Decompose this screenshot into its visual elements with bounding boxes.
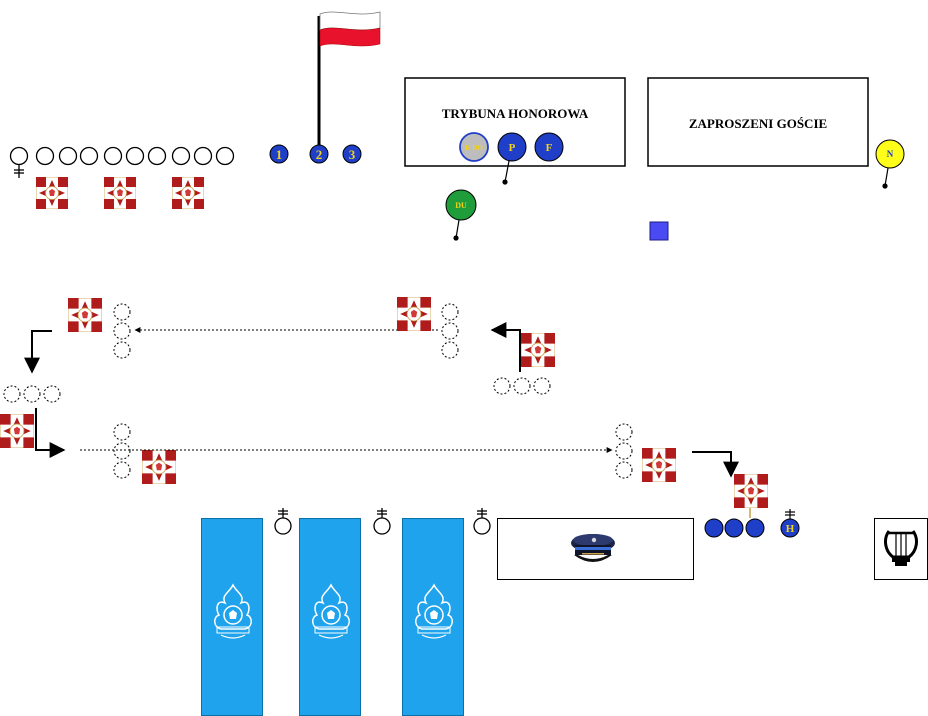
leader-symbol-icon [274,508,292,535]
leader-symbol-icon [373,508,391,535]
marker-h: H [780,509,800,538]
svg-text:P: P [509,142,516,154]
fire-brigade-banner-icon [402,518,464,716]
marker-2: 2 [309,144,329,164]
military-cross-flag-icon [172,177,204,209]
dashed-person-column [441,303,459,359]
fire-brigade-banner-icon [299,518,361,716]
arrow-icon [35,408,66,458]
invited-guests-box [647,77,869,167]
person-row-blue [704,518,765,538]
dashed-person-column [113,423,131,479]
svg-text:H: H [786,523,795,535]
polish-flag-icon [317,11,381,160]
svg-text:N: N [887,149,894,159]
arrow-icon [490,322,521,372]
svg-text:K DO: K DO [465,144,483,152]
svg-text:3: 3 [349,147,356,162]
invited-guests-title: ZAPROSZENI GOŚCIE [689,116,827,131]
honor-stand-title: TRYBUNA HONOROWA [442,106,589,121]
svg-text:DU: DU [455,201,467,210]
officer-cap-icon [571,534,615,562]
arrow-icon [24,330,52,374]
marker-n: N [875,139,905,189]
military-cross-flag-icon [104,177,136,209]
marker-3: 3 [342,144,362,164]
military-cross-flag-icon [734,474,768,508]
svg-text:F: F [546,142,553,154]
marker-p: P [497,132,527,185]
orchestra-box [874,518,928,580]
military-cross-flag-icon [68,298,102,332]
marker-kdo: K DO [459,132,489,162]
military-cross-flag-icon [397,297,431,331]
dashed-person-column [113,303,131,359]
blue-square-marker [649,221,669,241]
leader-symbol-icon [9,146,29,178]
person-row-top [35,146,235,166]
lyre-icon [884,530,918,566]
fire-brigade-banner-icon [201,518,263,716]
arrow-icon [692,451,739,478]
marker-f: F [534,132,564,162]
officer-cap-box [497,518,694,580]
leader-symbol-icon [473,508,491,535]
dashed-person-column [615,423,633,479]
military-cross-flag-icon [642,448,676,482]
military-cross-flag-icon [0,414,34,448]
svg-text:2: 2 [316,147,323,162]
military-cross-flag-icon [142,450,176,484]
marker-du: DU [445,189,477,241]
dashed-person-row [3,385,61,403]
military-cross-flag-icon [521,333,555,367]
military-cross-flag-icon [36,177,68,209]
svg-text:1: 1 [276,147,283,162]
dashed-person-row [493,377,551,395]
marker-1: 1 [269,144,289,164]
